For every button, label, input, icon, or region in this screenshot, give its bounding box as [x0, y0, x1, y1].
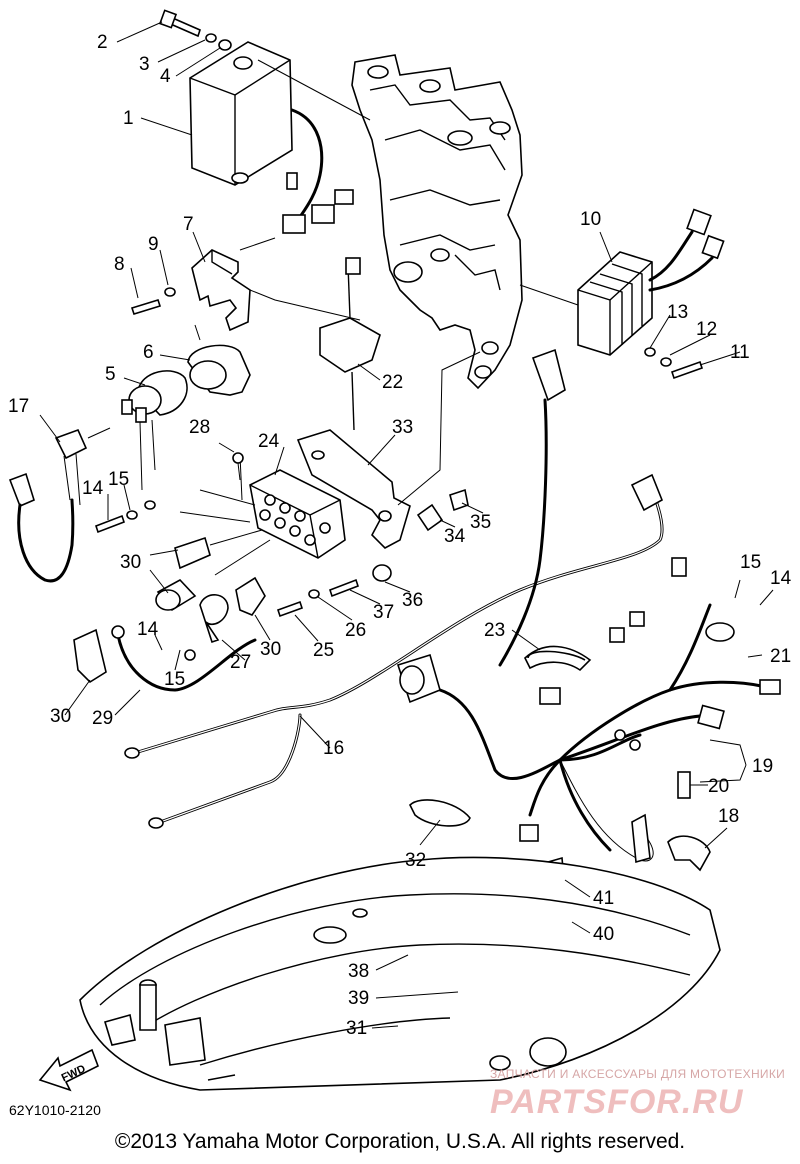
bolt-14-15-left	[94, 500, 156, 534]
boots-30-drawing	[73, 536, 266, 684]
callout-13: 13	[667, 302, 688, 323]
cdi-unit-drawing	[189, 41, 371, 234]
callout-15-right: 15	[740, 552, 761, 573]
callout-35: 35	[470, 512, 491, 533]
copyright-notice: ©2013 Yamaha Motor Corporation, U.S.A. A…	[114, 1130, 686, 1153]
callout-12: 12	[696, 319, 717, 340]
callout-labels: 2 3 4 1 7 9 8 6 5 17 28 24 33 10 13 12 1…	[8, 32, 792, 1039]
callout-8: 8	[114, 254, 125, 275]
clamp-27-drawing	[199, 594, 229, 644]
callout-4: 4	[160, 66, 171, 87]
callout-34: 34	[444, 526, 466, 547]
callout-16: 16	[323, 738, 344, 759]
callout-40: 40	[593, 924, 614, 945]
callout-21: 21	[770, 646, 791, 667]
callout-38: 38	[348, 961, 369, 982]
terminal-block-24	[179, 454, 346, 576]
callout-6: 6	[143, 342, 154, 363]
callout-37: 37	[373, 602, 394, 623]
watermark-logo: PARTSFOR.RU	[490, 1083, 744, 1121]
bracket-7-drawing	[130, 237, 361, 332]
callout-23: 23	[484, 620, 505, 641]
rectifier-drawing	[519, 208, 725, 356]
callout-15-mid: 15	[164, 669, 185, 690]
callout-14-right: 14	[770, 568, 792, 589]
callout-20: 20	[708, 776, 729, 797]
callout-11: 11	[730, 342, 750, 363]
callout-7: 7	[183, 214, 194, 235]
callout-3: 3	[139, 54, 150, 75]
callout-25: 25	[313, 640, 334, 661]
callout-33: 33	[392, 417, 413, 438]
bolt-washers-2-4	[158, 9, 232, 51]
band-22-drawing	[319, 257, 381, 431]
battery-cables	[111, 473, 687, 829]
callout-24: 24	[258, 431, 280, 452]
callout-36: 36	[402, 590, 423, 611]
bolt-11-13	[644, 347, 704, 380]
relay-holder-drawing	[121, 324, 251, 491]
engine-bracket-drawing	[351, 54, 523, 390]
fwd-arrow: FWD	[38, 1048, 100, 1092]
callout-17: 17	[8, 396, 29, 417]
callout-10: 10	[580, 209, 601, 230]
callout-5: 5	[105, 364, 116, 385]
plate-33-drawing	[296, 351, 481, 549]
callout-39: 39	[348, 988, 369, 1009]
watermark-tagline: ЗАПЧАСТИ И АКСЕССУАРЫ ДЛЯ МОТОТЕХНИКИ	[490, 1067, 786, 1081]
callout-15-top: 15	[108, 469, 129, 490]
grommet-34-35	[416, 488, 469, 532]
clamps-23-32	[409, 650, 586, 827]
callout-29: 29	[92, 708, 113, 729]
callout-31: 31	[346, 1018, 367, 1039]
cap-17-drawing	[8, 427, 111, 583]
callout-30-top: 30	[120, 552, 141, 573]
bottom-cowling-drawing	[79, 856, 721, 1091]
callout-2: 2	[97, 32, 108, 53]
callout-26: 26	[345, 620, 366, 641]
callout-27: 27	[230, 652, 251, 673]
callout-1: 1	[123, 108, 134, 129]
diagram-code: 62Y1010-2120	[9, 1102, 101, 1118]
callout-14-left: 14	[82, 478, 104, 499]
lug-28	[232, 452, 244, 481]
callout-18: 18	[718, 806, 739, 827]
callout-41: 41	[593, 888, 614, 909]
callout-9: 9	[148, 234, 159, 255]
callout-22: 22	[382, 372, 403, 393]
callout-14-mid: 14	[137, 619, 159, 640]
leader-lines	[39, 21, 774, 1029]
bolts-25-26-37	[276, 564, 392, 618]
callout-30-mid: 30	[260, 639, 281, 660]
callout-28: 28	[189, 417, 210, 438]
callout-19: 19	[752, 756, 773, 777]
callout-32: 32	[405, 850, 426, 871]
callout-30-left: 30	[50, 706, 71, 727]
main-harness	[396, 348, 781, 872]
